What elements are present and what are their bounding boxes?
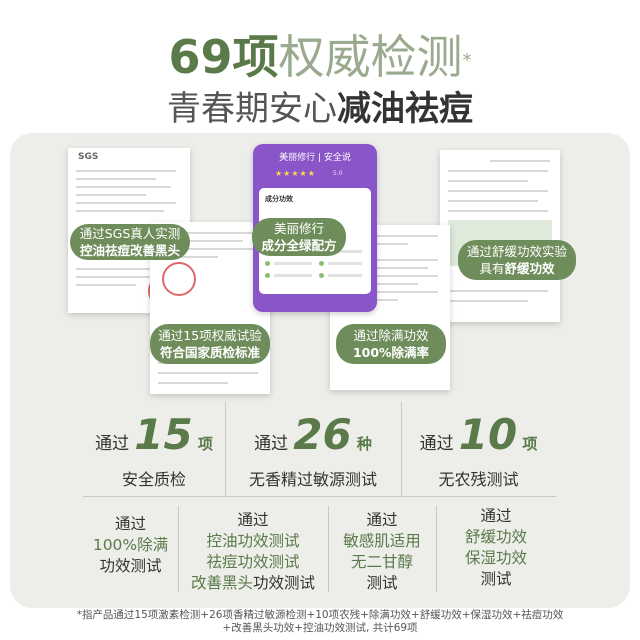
stat-pesticide-pass: 通过	[419, 434, 454, 454]
national-report-image	[150, 222, 270, 394]
national-bubble-line1: 通过15项权威试验	[158, 328, 262, 343]
stat-safety-label: 安全质检	[121, 470, 186, 489]
phone-brand: 美丽修行 | 安全说	[279, 153, 351, 163]
page-title: 69项权威检测*	[0, 30, 640, 84]
test-soothe: 通过 舒缓功效 保湿功效 测试	[436, 506, 556, 590]
stat-safety: 通过 15 项 安全质检	[83, 402, 225, 496]
test-soothe-l1: 通过	[480, 507, 512, 525]
soothe-report-image	[440, 150, 560, 322]
meili-bubble-line1: 美丽修行	[273, 221, 324, 236]
stat-safety-unit: 项	[197, 435, 213, 453]
stat-fragrance-label: 无香精过敏源测试	[248, 470, 377, 489]
stat-fragrance-num: 26	[293, 410, 352, 459]
test-soothe-l4: 测试	[480, 570, 512, 588]
mite-bubble-line2: 100%除满率	[352, 345, 430, 360]
test-soothe-l2: 舒缓功效	[464, 528, 527, 546]
soothe-bubble-line2b: 舒缓功效	[504, 261, 555, 276]
test-sensitive: 通过 敏感肌适用 无二甘醇 测试	[328, 510, 436, 594]
title-text: 权威检测	[278, 30, 463, 84]
test-oil-l4b: 功效测试	[253, 574, 316, 592]
subtitle-plain: 青春期安心	[167, 89, 337, 129]
national-bubble: 通过15项权威试验 符合国家质检标准	[150, 324, 270, 364]
test-oil-l4a: 改善黑头	[190, 574, 253, 592]
footnote: *指产品通过15项激素检测+26项香精过敏源检测+10项农残+除满功效+舒缓功效…	[0, 609, 640, 635]
sgs-bubble-line1: 通过SGS真人实测	[79, 226, 181, 241]
phone-section-title: 成分功效	[265, 195, 293, 203]
stat-pesticide: 通过 10 项 无农残测试	[401, 402, 556, 496]
page-subtitle: 青春期安心减油祛痘	[0, 88, 640, 130]
sgs-bubble: 通过SGS真人实测 控油祛痘改善黑头	[70, 224, 190, 260]
stat-fragrance-unit: 种	[356, 435, 372, 453]
mite-bubble-line1: 通过除满功效	[353, 328, 429, 343]
national-bubble-line2: 符合国家质检标准	[159, 345, 260, 360]
test-oil-l3: 祛痘功效测试	[206, 553, 300, 571]
test-oil-l1: 通过	[237, 511, 269, 529]
meili-bubble: 美丽修行 成分全绿配方	[252, 218, 346, 256]
mite-bubble: 通过除满功效 100%除满率	[336, 324, 446, 364]
test-oil: 通过 控油功效测试 祛痘功效测试 改善黑头功效测试	[178, 510, 328, 594]
rating-stars: ★★★★★	[275, 169, 316, 178]
stat-pesticide-unit: 项	[522, 435, 538, 453]
stat-safety-num: 15	[134, 410, 193, 459]
title-asterisk: *	[462, 50, 472, 71]
test-oil-l2: 控油功效测试	[206, 532, 300, 550]
stat-safety-pass: 通过	[95, 434, 130, 454]
test-soothe-l3: 保湿功效	[464, 549, 527, 567]
footnote-line1: *指产品通过15项激素检测+26项香精过敏源检测+10项农残+除满功效+舒缓功效…	[76, 609, 564, 621]
soothe-bubble: 通过舒缓功效实验 具有舒缓功效	[458, 240, 576, 280]
test-mite-l1: 通过	[114, 515, 146, 533]
test-sensitive-l1: 通过	[366, 511, 398, 529]
stat-fragrance-pass: 通过	[254, 434, 289, 454]
test-sensitive-l2: 敏感肌适用	[343, 532, 421, 550]
test-mite-l2: 100%除满	[92, 536, 169, 554]
stat-pesticide-label: 无农残测试	[438, 470, 519, 489]
meili-bubble-line2: 成分全绿配方	[261, 238, 337, 253]
soothe-bubble-line2a: 具有	[479, 261, 505, 276]
sgs-logo: SGS	[78, 152, 99, 162]
soothe-bubble-line1: 通过舒缓功效实验	[466, 244, 567, 259]
stat-fragrance: 通过 26 种 无香精过敏源测试	[225, 402, 401, 496]
test-mite: 通过 100%除满 功效测试	[83, 514, 178, 577]
subtitle-bold: 减油祛痘	[337, 89, 473, 129]
sgs-bubble-line2: 控油祛痘改善黑头	[79, 243, 180, 258]
footnote-line2: +改善黑头功效+控油功效测试, 共计69项	[222, 622, 418, 634]
test-sensitive-l4: 测试	[366, 574, 398, 592]
test-mite-l3: 功效测试	[99, 557, 162, 575]
rating-score: 5.0	[333, 170, 343, 177]
test-sensitive-l3: 无二甘醇	[350, 553, 413, 571]
stat-pesticide-num: 10	[458, 410, 518, 459]
title-number: 69项	[168, 30, 279, 84]
